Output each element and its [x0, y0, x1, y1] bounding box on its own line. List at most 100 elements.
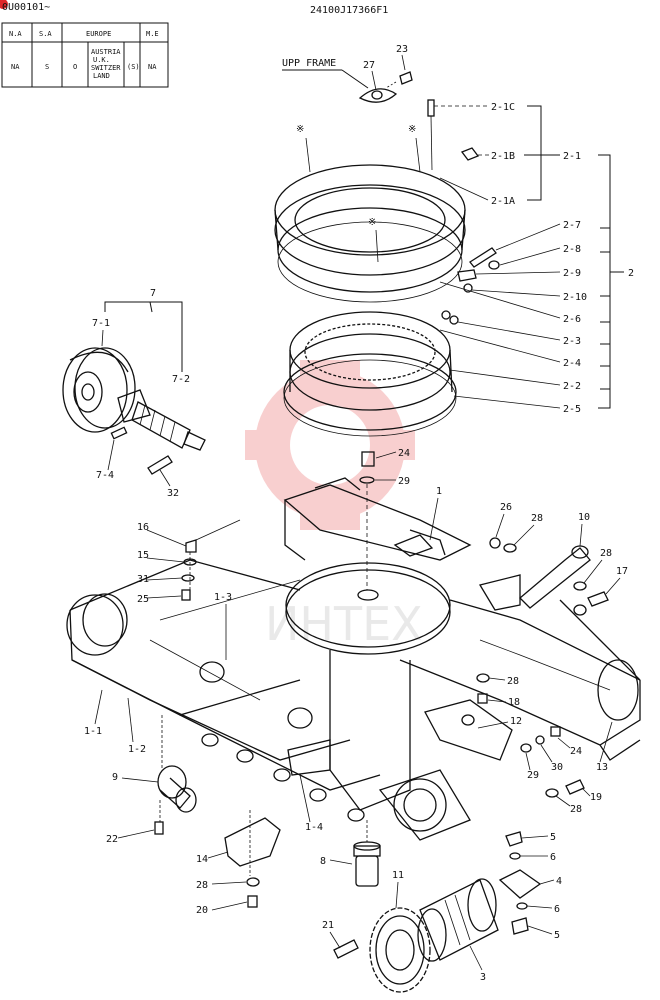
callout-2-4: 2-4: [563, 358, 581, 369]
reference-mark-2: ※: [408, 124, 416, 135]
bolt-17: [587, 591, 609, 607]
callout-1-1: 1-1: [84, 726, 102, 737]
callout-4: 4: [556, 876, 562, 887]
callout-5-lower: 5: [554, 930, 560, 941]
cap-26: [489, 537, 501, 549]
callout-8: 8: [320, 856, 326, 867]
fitting-5-lower: [511, 917, 529, 935]
plug-2-10: [463, 283, 473, 293]
bolt-25: [181, 589, 191, 601]
bolt-24-upper: [361, 451, 375, 467]
carrier-roller-9: [157, 765, 197, 813]
callout-28-a: 28: [531, 513, 543, 524]
callout-2-1: 2-1: [563, 151, 581, 162]
bolt-7-4: [110, 426, 128, 440]
region-table: N.A S.A EUROPE M.E NA S O AUSTRIA U.K. S…: [1, 22, 169, 88]
bolt-32: [147, 455, 173, 475]
washer-28-b: [573, 581, 587, 591]
table-header-europe: EUROPE: [86, 30, 111, 38]
callout-2-6: 2-6: [563, 314, 581, 325]
callout-2-8: 2-8: [563, 244, 581, 255]
bracket-mount: [478, 574, 521, 611]
watermark-text: ИНТЕХ: [265, 597, 423, 651]
callout-2-9: 2-9: [563, 268, 581, 279]
plug-2-1b: [460, 147, 480, 161]
callout-6-lower: 6: [554, 904, 560, 915]
center-joint-8: [353, 820, 381, 887]
bolt-18: [477, 693, 488, 704]
drive-sprocket-11: [369, 907, 431, 993]
o-ring-6-upper: [509, 852, 521, 860]
callout-11: 11: [392, 870, 404, 881]
callout-7-1: 7-1: [92, 318, 110, 329]
table-cell-s-paren: (S): [127, 63, 140, 71]
callout-30: 30: [551, 762, 563, 773]
callout-13: 13: [596, 762, 608, 773]
callout-32: 32: [167, 488, 179, 499]
serial-range: 0U00101~: [2, 2, 50, 13]
callout-2-1c: 2-1C: [491, 102, 515, 113]
swing-bearing-outer-ring: [274, 164, 466, 303]
callout-1-2: 1-2: [128, 744, 146, 755]
callout-2-5: 2-5: [563, 404, 581, 415]
callout-7-4: 7-4: [96, 470, 114, 481]
callout-5-upper: 5: [550, 832, 556, 843]
callout-1-4: 1-4: [305, 822, 323, 833]
frame-plate: [358, 88, 398, 103]
callout-24-lower: 24: [570, 746, 582, 757]
track-frame-assembly: [66, 477, 641, 841]
bolt-19: [565, 779, 585, 795]
washer-28-a: [503, 543, 517, 553]
callout-29-upper: 29: [398, 476, 410, 487]
cylinder-10: [519, 547, 591, 609]
callout-25: 25: [137, 594, 149, 605]
ball-2-3: [441, 310, 451, 320]
washer-28-c: [476, 673, 490, 683]
bolt-21: [333, 939, 359, 959]
o-ring-6-lower: [516, 902, 528, 910]
callout-10: 10: [578, 512, 590, 523]
grease-fitting-2-7: [469, 247, 497, 268]
bracket-1: [393, 534, 434, 557]
table-header-sa: S.A: [39, 30, 52, 38]
callout-31: 31: [137, 574, 149, 585]
callout-2-1b: 2-1B: [491, 151, 515, 162]
table-cell-na-me: NA: [148, 63, 157, 71]
callout-28-e: 28: [196, 880, 208, 891]
corner-marker-icon: [0, 0, 8, 9]
callout-7-2: 7-2: [172, 374, 190, 385]
table-cell-switzer: SWITZER: [91, 64, 121, 72]
table-header-na: N.A: [9, 30, 22, 38]
table-cell-o: O: [73, 63, 77, 71]
washer-29-upper: [359, 476, 375, 484]
callout-18: 18: [508, 697, 520, 708]
callout-7: 7: [150, 288, 156, 299]
reference-mark-3: ※: [368, 217, 376, 228]
cover-4: [498, 869, 542, 899]
plate-16: [185, 539, 197, 553]
table-cell-austria: AUSTRIA: [91, 48, 121, 56]
fitting-5-upper: [505, 831, 523, 847]
callout-16: 16: [137, 522, 149, 533]
internal-gear-ring: [283, 311, 457, 437]
callout-2-10: 2-10: [563, 292, 587, 303]
upp-frame-label: UPP FRAME: [282, 58, 336, 69]
callout-29-lower: 29: [527, 770, 539, 781]
recoil-spring-assembly: [117, 389, 206, 451]
callout-2-2: 2-2: [563, 381, 581, 392]
table-cell-uk: U.K.: [93, 56, 110, 64]
callout-1-3: 1-3: [214, 592, 232, 603]
callout-9: 9: [112, 772, 118, 783]
drawing-number: 24100J17366F1: [310, 5, 388, 16]
washer-28-e: [246, 877, 260, 887]
callout-17: 17: [616, 566, 628, 577]
callout-26: 26: [500, 502, 512, 513]
table-header-me: M.E: [146, 30, 159, 38]
callout-28-c: 28: [507, 676, 519, 687]
table-cell-na: NA: [11, 63, 20, 71]
callout-15: 15: [137, 550, 149, 561]
callout-23: 23: [396, 44, 408, 55]
reference-mark-1: ※: [296, 124, 304, 135]
bolt-22: [154, 821, 164, 835]
callout-2-3: 2-3: [563, 336, 581, 347]
